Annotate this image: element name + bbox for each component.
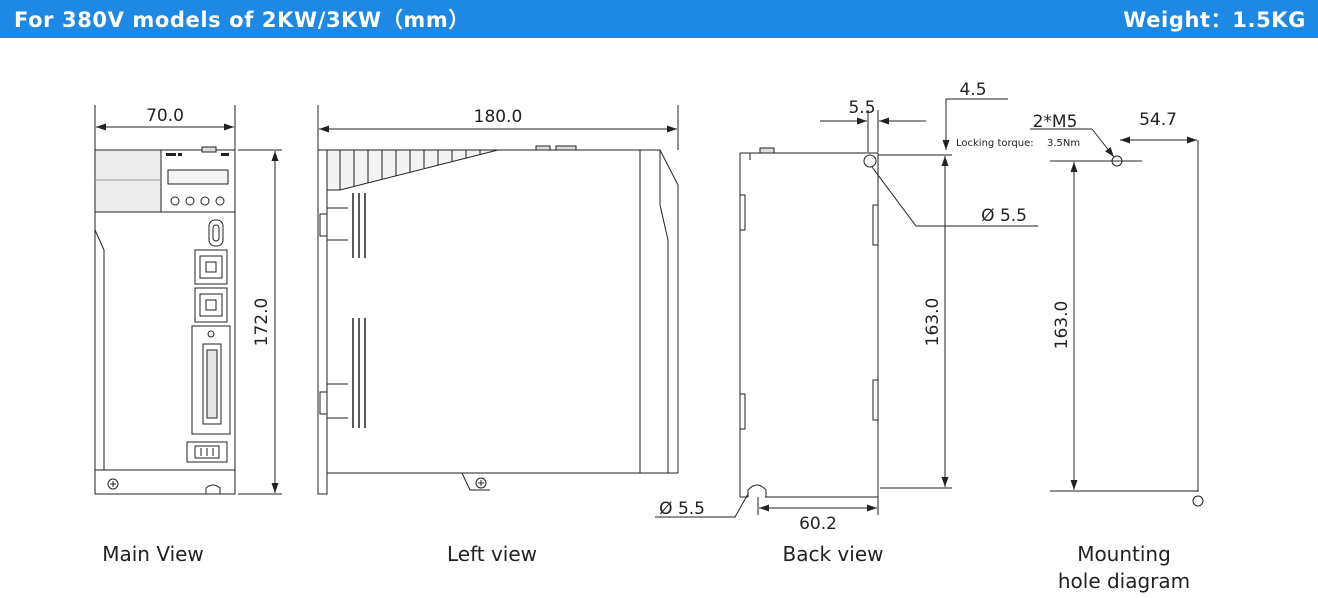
mount-offset-label: 4.5 xyxy=(959,80,986,100)
leader-line xyxy=(655,493,749,518)
header-title: For 380V models of 2KW/3KW（mm） xyxy=(14,8,470,32)
header-bar: For 380V models of 2KW/3KW（mm） Weight：1.… xyxy=(0,0,1318,38)
heatsink-fins xyxy=(326,149,499,191)
usb-port-icon xyxy=(208,219,224,247)
main-view-drawing xyxy=(94,105,282,495)
main-view-caption: Main View xyxy=(102,542,204,566)
mounting-caption-line2: hole diagram xyxy=(1057,569,1191,593)
mounting-slot xyxy=(205,484,221,494)
encoder-connector-icon xyxy=(186,441,228,463)
main-body-outline xyxy=(94,149,236,495)
rj45-port-icon xyxy=(194,249,228,285)
ground-screw-icon xyxy=(475,477,487,489)
header-weight: Weight：1.5KG xyxy=(1123,8,1306,32)
top-label-area xyxy=(94,149,162,213)
side-chamfer xyxy=(94,229,105,471)
mount-horizontal-dim-label: 54.7 xyxy=(1139,110,1177,130)
main-height-dim-label: 172.0 xyxy=(252,298,272,347)
key-button-icon xyxy=(200,196,210,206)
back-plate-outline xyxy=(740,152,879,498)
rj45-port-icon xyxy=(194,287,228,323)
side-slot xyxy=(319,391,328,415)
mount-screw-spec-label: 2*M5 xyxy=(1033,112,1078,132)
back-view-caption: Back view xyxy=(782,542,884,566)
mount-torque-value: 3.5Nm xyxy=(1047,138,1080,149)
back-top-offset-label: 5.5 xyxy=(848,98,875,118)
signal-connector-icon xyxy=(191,325,231,435)
mount-vertical-dim-label: 163.0 xyxy=(1052,301,1072,350)
back-hole-dia-bottom-label: Ø 5.5 xyxy=(659,499,705,519)
offset-leader xyxy=(942,98,1008,150)
key-button-icon xyxy=(215,196,225,206)
leader-line xyxy=(871,166,1038,227)
top-terminal xyxy=(201,146,217,153)
mounting-diagram-drawing xyxy=(942,98,1204,507)
mounting-plate xyxy=(317,149,328,495)
key-button-icon xyxy=(170,196,180,206)
mounting-hole-icon xyxy=(863,154,877,168)
mounting-hole-icon xyxy=(1192,495,1204,507)
key-button-icon xyxy=(185,196,195,206)
left-view-caption: Left view xyxy=(446,542,538,566)
left-depth-dim-label: 180.0 xyxy=(474,107,523,127)
display-window xyxy=(167,169,229,185)
back-hole-spacing-label: 163.0 xyxy=(923,298,943,347)
back-view-drawing xyxy=(655,110,1038,518)
ground-screw-icon xyxy=(107,478,119,490)
main-width-dim-label: 70.0 xyxy=(146,106,184,126)
back-bottom-offset-label: 60.2 xyxy=(799,514,837,534)
mounting-caption-line1: Mounting xyxy=(1077,542,1171,566)
left-view-drawing xyxy=(317,105,679,495)
back-hole-dia-top-label: Ø 5.5 xyxy=(981,206,1027,226)
side-slot xyxy=(319,213,328,237)
mount-torque-label: Locking torque: xyxy=(956,138,1034,149)
